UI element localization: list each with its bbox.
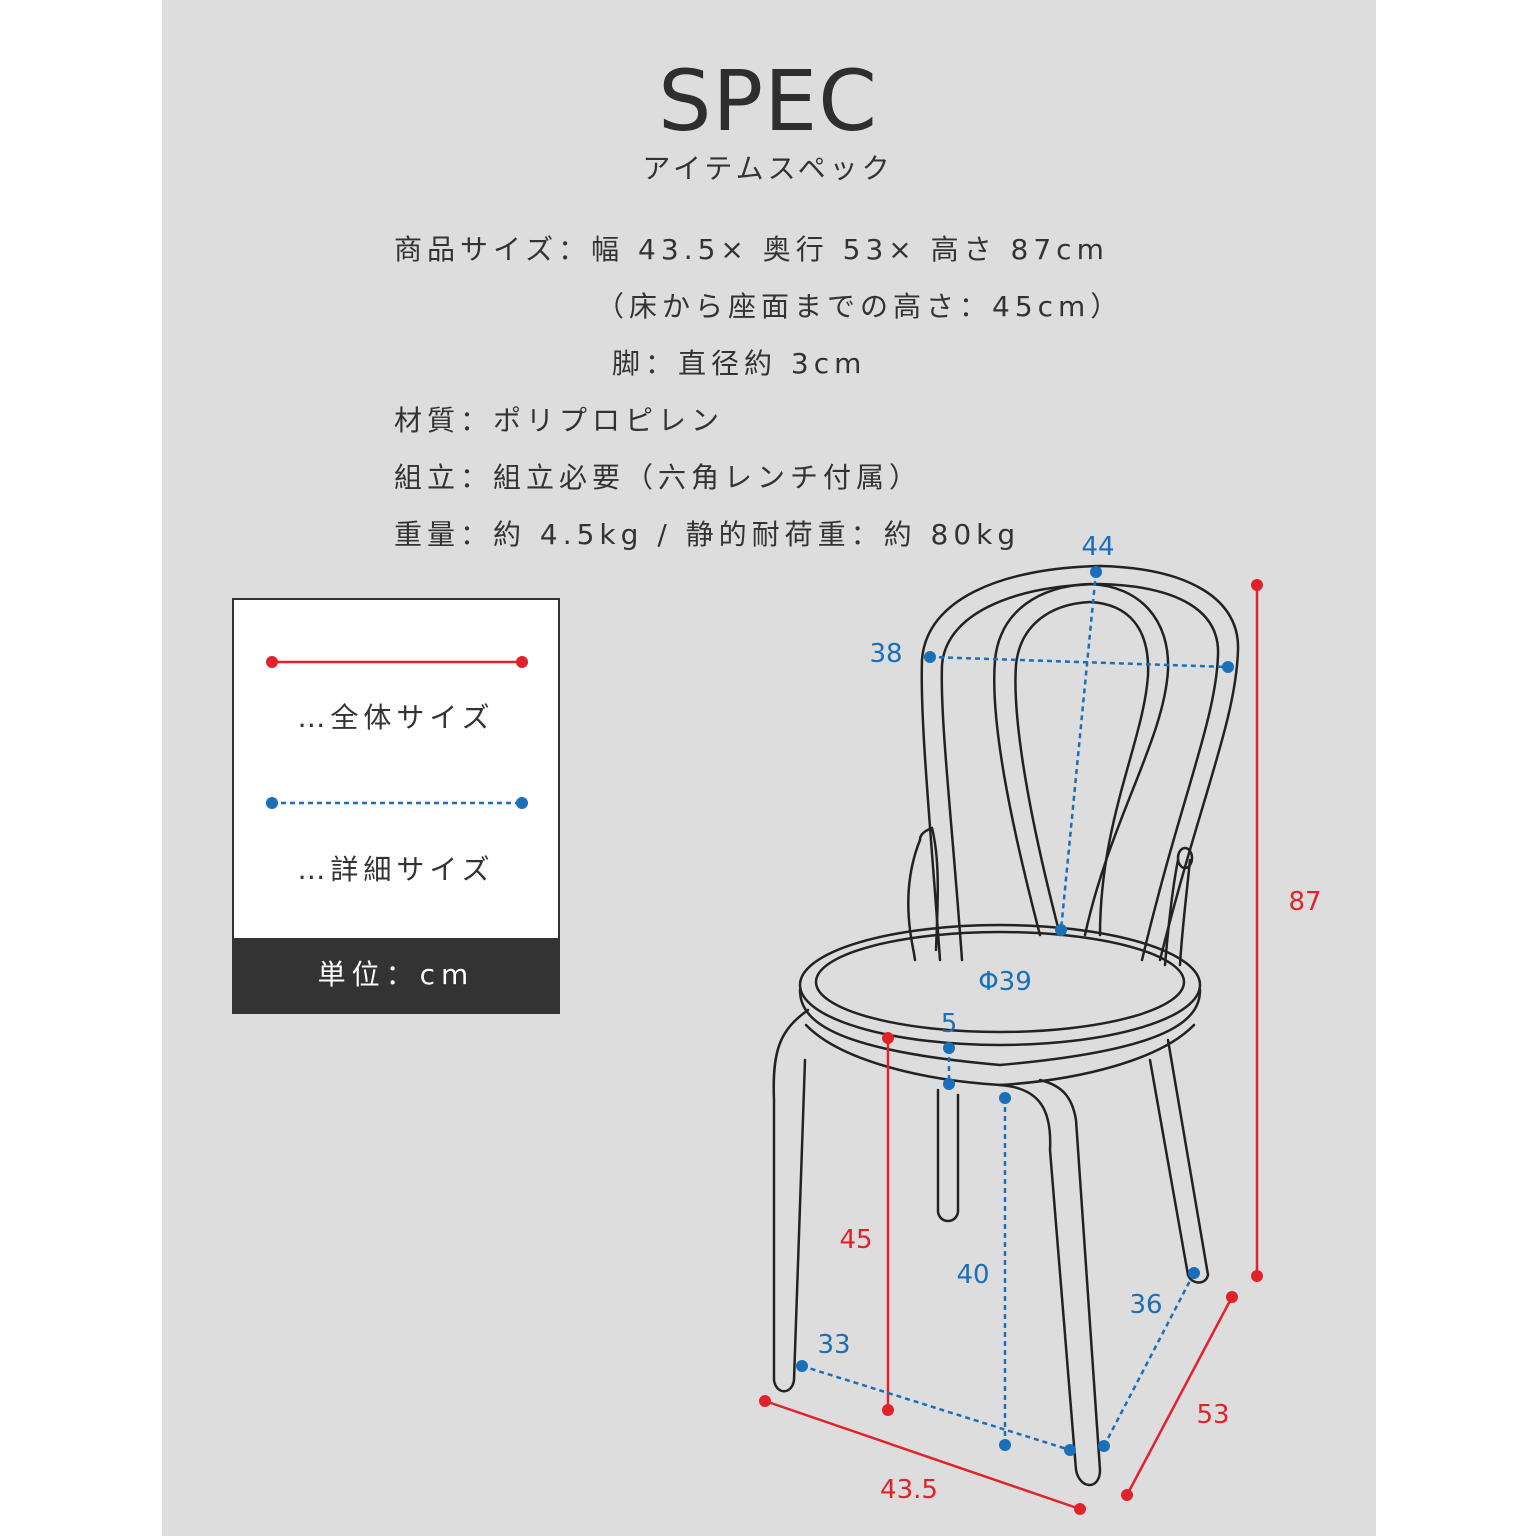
label-inner-width: 33: [817, 1330, 850, 1360]
label-seat-diameter: Φ39: [978, 967, 1032, 997]
dimension-inner-depth: [1098, 1267, 1200, 1452]
legend-lines: [266, 656, 528, 809]
label-back-top-width: 44: [1081, 532, 1114, 562]
spec-leg: 脚：直径約 3cm: [612, 347, 867, 380]
spec-assembly: 組立：組立必要（六角レンチ付属）: [394, 461, 923, 494]
legend-detail-line: [266, 797, 528, 809]
label-under-seat-height: 40: [956, 1260, 989, 1290]
spec-seat-height: （床から座面までの高さ：45cm）: [596, 290, 1124, 323]
spec-weight: 重量：約 4.5kg / 静的耐荷重：約 80kg: [394, 518, 1021, 551]
legend-detail-label: …詳細サイズ: [297, 853, 495, 886]
dimension-total-width: [759, 1395, 1086, 1515]
dimension-under-seat-height: [999, 1092, 1011, 1451]
label-seat-height: 45: [839, 1225, 872, 1255]
dimension-back-top-width: [1055, 566, 1102, 936]
label-seat-thickness: 5: [941, 1009, 958, 1039]
dimension-seat-height: [882, 1032, 894, 1416]
dimension-inner-width: [796, 1360, 1076, 1456]
page-subtitle: アイテムスペック: [642, 152, 894, 185]
spec-size: 商品サイズ：幅 43.5× 奥行 53× 高さ 87cm: [394, 233, 1109, 266]
legend-overall-line: [266, 656, 528, 668]
dimension-total-height: [1251, 579, 1263, 1282]
legend-unit: 単位：cm: [234, 938, 558, 1012]
label-total-width: 43.5: [880, 1475, 938, 1505]
label-total-depth: 53: [1196, 1400, 1229, 1430]
legend-box: …全体サイズ …詳細サイズ 単位：cm: [232, 598, 560, 1014]
page-title: SPEC: [658, 52, 878, 150]
legend-overall-label: …全体サイズ: [297, 701, 495, 734]
spec-material: 材質：ポリプロピレン: [394, 404, 725, 437]
label-inner-depth: 36: [1129, 1290, 1162, 1320]
dimension-total-depth: [1121, 1291, 1238, 1501]
label-back-width: 38: [869, 639, 902, 669]
dimension-seat-thickness: [943, 1042, 955, 1090]
dimension-back-width: [924, 651, 1234, 673]
label-total-height: 87: [1288, 887, 1321, 917]
chair-outline: [772, 564, 1240, 1487]
